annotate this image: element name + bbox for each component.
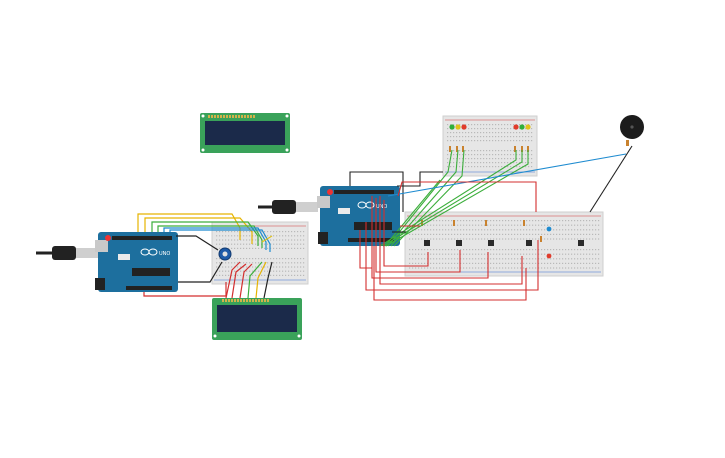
arduino-brand-label-right: UNO — [376, 204, 387, 210]
led-group-left[interactable] — [449, 124, 467, 130]
push-button[interactable] — [578, 240, 584, 246]
push-button[interactable] — [424, 240, 430, 246]
wires-right — [349, 145, 633, 301]
usb-cable-right[interactable] — [258, 200, 318, 214]
arduino-uno-right[interactable]: UNO — [317, 186, 400, 246]
arduino-uno-left[interactable]: UNO — [95, 232, 178, 292]
piezo-buzzer[interactable] — [620, 115, 644, 146]
arduino-logo-icon — [140, 248, 158, 256]
resistors-small — [449, 146, 529, 152]
push-button[interactable] — [526, 240, 532, 246]
potentiometer[interactable] — [218, 247, 232, 261]
usb-cable-left[interactable] — [36, 246, 98, 260]
lcd-16x2-bottom[interactable] — [212, 298, 302, 340]
wires-left — [137, 213, 273, 299]
arduino-logo-icon — [357, 201, 375, 209]
push-button[interactable] — [488, 240, 494, 246]
status-leds[interactable] — [546, 226, 552, 259]
breadboard-large[interactable] — [404, 211, 604, 277]
led-group-right[interactable] — [513, 124, 531, 130]
push-buttons[interactable] — [424, 240, 584, 246]
push-button[interactable] — [456, 240, 462, 246]
lcd-16x2-top[interactable] — [200, 113, 290, 153]
arduino-brand-label-left: UNO — [159, 251, 170, 257]
